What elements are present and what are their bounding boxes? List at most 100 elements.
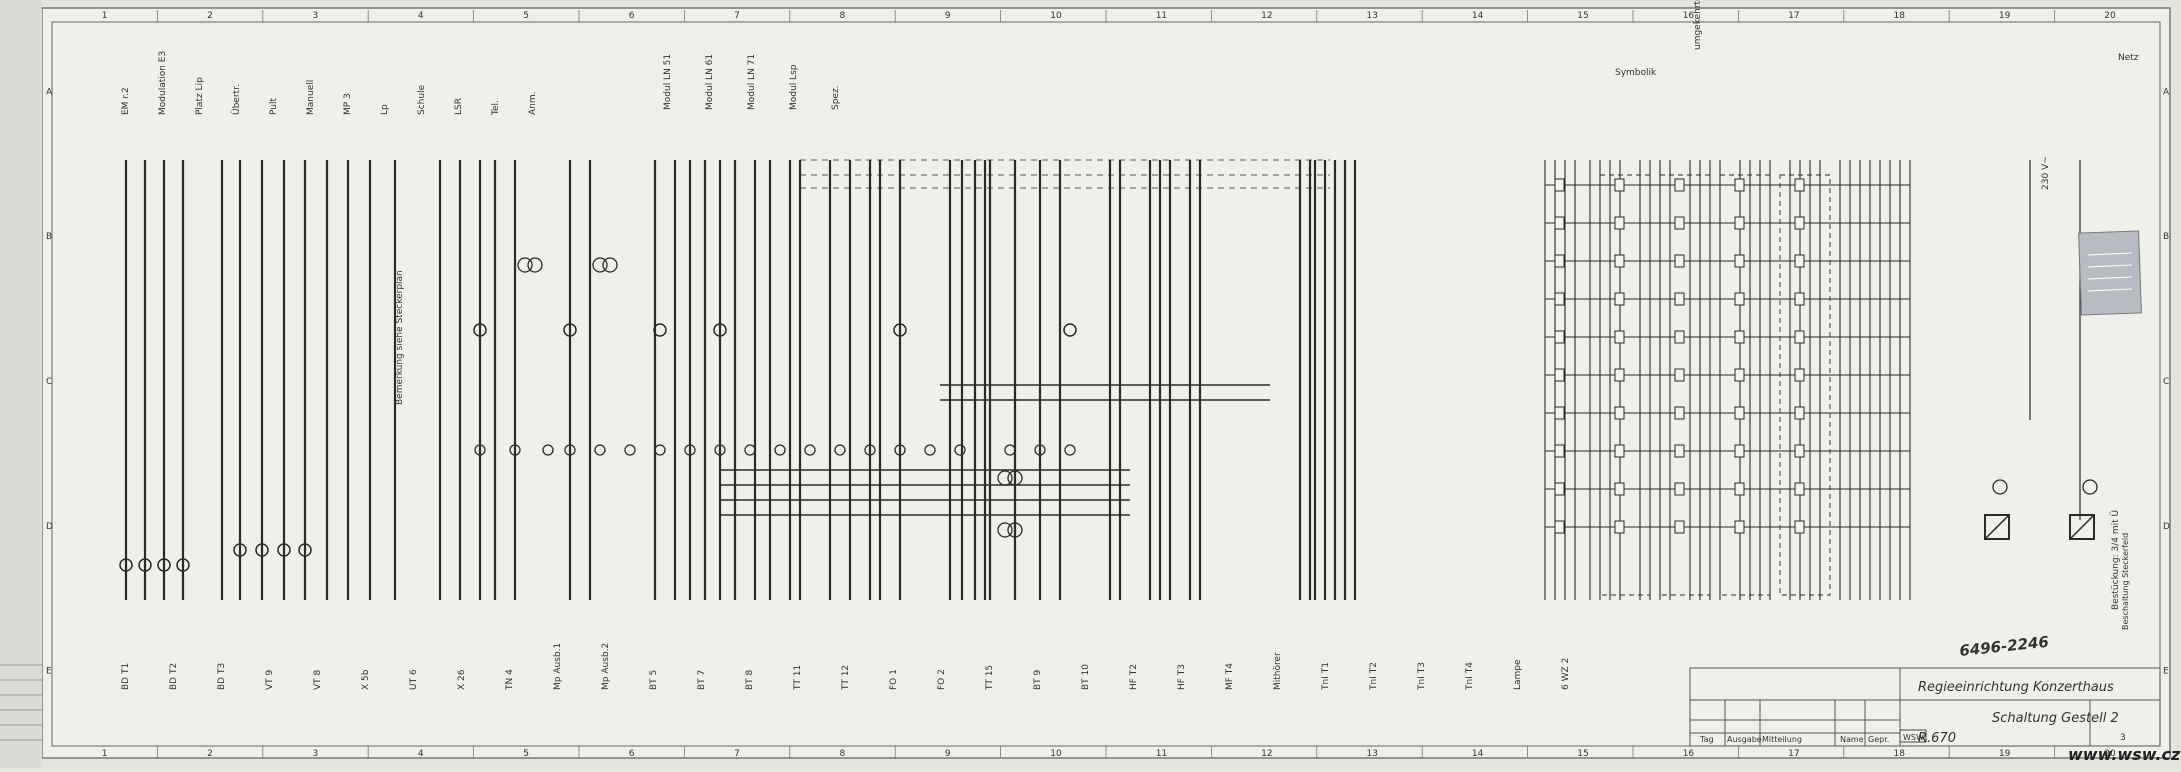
tb-header-tag: Tag [1699,735,1714,744]
relay-coil [1614,254,1625,268]
jack-symbol [893,323,907,337]
label-sticker [2078,230,2142,316]
column-number: 3 [313,749,319,759]
jack-symbol [653,323,667,337]
column-number: 19 [1999,749,2011,759]
top-label: Platz Lip [195,77,205,115]
relay-coil [1734,330,1745,344]
relay-coil [1794,444,1805,458]
matrix-frame [1659,174,1711,596]
column-number: 2 [207,749,213,759]
column-number: 13 [1367,749,1378,759]
relay-coil [1794,330,1805,344]
jack-symbol [654,444,666,456]
top-label: Übertr. [231,84,242,115]
jack-symbol [864,444,876,456]
relay-coil [1674,444,1685,458]
bottom-label: BD T1 [121,663,131,690]
bottom-label: TnI T4 [1465,662,1475,691]
note-label: Bestückung: 3/4 mit Ü [2110,510,2121,610]
tb-header-ausgabe: Ausgabe [1727,735,1762,744]
relay-coil [1554,482,1565,496]
column-number: 15 [1577,749,1588,759]
transformer-symbol [1007,470,1023,486]
module-label: Modul LN 71 [747,54,757,110]
relay-coil [1794,406,1805,420]
tb-header-name: Name [1840,735,1864,744]
jack-symbol [474,444,486,456]
right-label: umgekehrte Verdrahtung [1693,0,1703,50]
relay-coil [1674,292,1685,306]
bottom-label: TT 15 [985,665,995,691]
column-number: 3 [313,11,319,21]
jack-symbol [563,323,577,337]
bottom-label: X 5b [361,669,371,690]
column-number: 6 [629,749,635,759]
relay-coil [1794,178,1805,192]
bottom-label: TnI T1 [1321,662,1331,691]
relay-coil [1674,482,1685,496]
drawing-title: Schaltung Gestell 2 [1992,711,2119,726]
jack-symbol [509,444,521,456]
column-number: 5 [523,11,529,21]
transformer-symbol [602,257,618,273]
right-label: Netz [2118,53,2139,63]
lamp-symbol [2082,479,2098,495]
column-number: 20 [2104,11,2116,21]
relay-coil [1734,368,1745,382]
relay-coil [1734,292,1745,306]
note-label: Bemerkung siehe Steckerplan [395,270,405,405]
top-label: Lp [380,104,390,115]
left-strip-grid [0,664,42,741]
row-letter: B [2163,232,2169,242]
jack-symbol [298,543,312,557]
relay-coil [1614,178,1625,192]
column-number: 12 [1261,11,1272,21]
bottom-label: TT 12 [841,665,851,691]
transformer-symbol [997,470,1013,486]
left-filing-strip [0,0,42,768]
relay-coil [1734,520,1745,534]
bottom-label: Mp Ausb.2 [601,643,611,690]
bottom-label: FO 1 [889,669,899,690]
jack-symbol [834,444,846,456]
jack-symbol [138,558,152,572]
column-number: 11 [1156,749,1167,759]
relay-coil [1674,216,1685,230]
jack-symbol [176,558,190,572]
column-number: 9 [945,11,951,21]
relay-coil [1734,254,1745,268]
relay-coil [1554,178,1565,192]
jack-symbol [1004,444,1016,456]
bottom-label: VT 8 [313,669,323,690]
jack-symbol [774,444,786,456]
jack-symbol [714,444,726,456]
jack-symbol [119,558,133,572]
bottom-label: Mp Ausb.1 [553,643,563,690]
column-number: 1 [102,11,108,21]
top-label: Modulation E3 [158,51,168,115]
lamp-symbol [1992,479,2008,495]
bottom-label: TnI T2 [1369,662,1379,691]
relay-coil [1614,444,1625,458]
column-number: 13 [1367,11,1378,21]
column-number: 16 [1683,11,1695,21]
label-sticker-lines [2087,252,2133,292]
relay-coil [1734,178,1745,192]
bottom-label: BT 8 [745,669,755,690]
matrix-frame [1719,174,1771,596]
column-number: 4 [418,749,424,759]
column-number: 18 [1894,11,1906,21]
jack-symbol [1064,444,1076,456]
top-label: EM r.2 [121,87,131,115]
sheet-no: 3 [2120,733,2126,743]
bottom-label: UT 6 [409,669,419,690]
relay-coil [1554,406,1565,420]
relay-coil [1674,178,1685,192]
top-label: Manuell [306,80,316,115]
column-number: 2 [207,11,213,21]
module-label: Modul Lsp [789,64,799,110]
rectifier-diagonal [1984,514,2010,540]
